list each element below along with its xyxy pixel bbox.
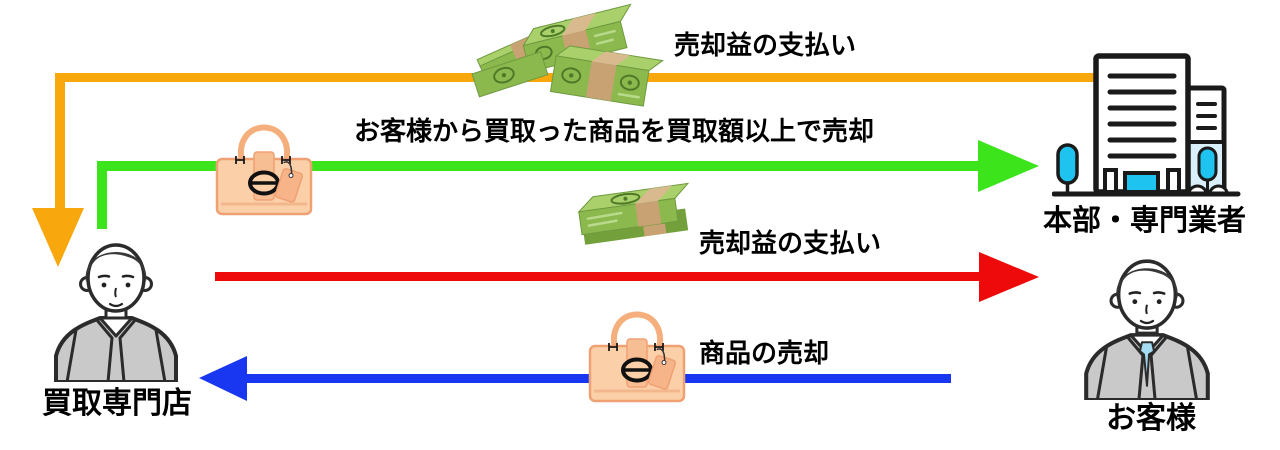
flow-label-payment-to-store: 売却益の支払い: [674, 31, 857, 61]
node-label-store: 買取専門店: [42, 386, 192, 421]
arrow-customer-to-store-sale: [199, 356, 951, 401]
money-pile-icon: [471, 3, 664, 107]
arrow-store-to-customer-payment: [215, 252, 1039, 302]
flow-label-sale-to-store: 商品の売却: [699, 339, 830, 369]
handbag-icon: [588, 311, 686, 403]
node-label-customer: お客様: [1106, 401, 1196, 436]
building-icon: [1052, 53, 1241, 197]
arrow-store-to-hq-sale: [97, 140, 1039, 229]
flow-label-payment-to-customer: 売却益の支払い: [699, 229, 882, 259]
customer-person-icon: [1084, 259, 1210, 400]
node-label-headquarters: 本部・専門業者: [1043, 203, 1247, 237]
flow-label-sale-to-hq: お客様から買取った商品を買取額以上で売却: [354, 117, 875, 147]
store-person-icon: [54, 243, 178, 382]
money-stack-icon: [577, 182, 690, 245]
handbag-icon: [215, 124, 313, 216]
